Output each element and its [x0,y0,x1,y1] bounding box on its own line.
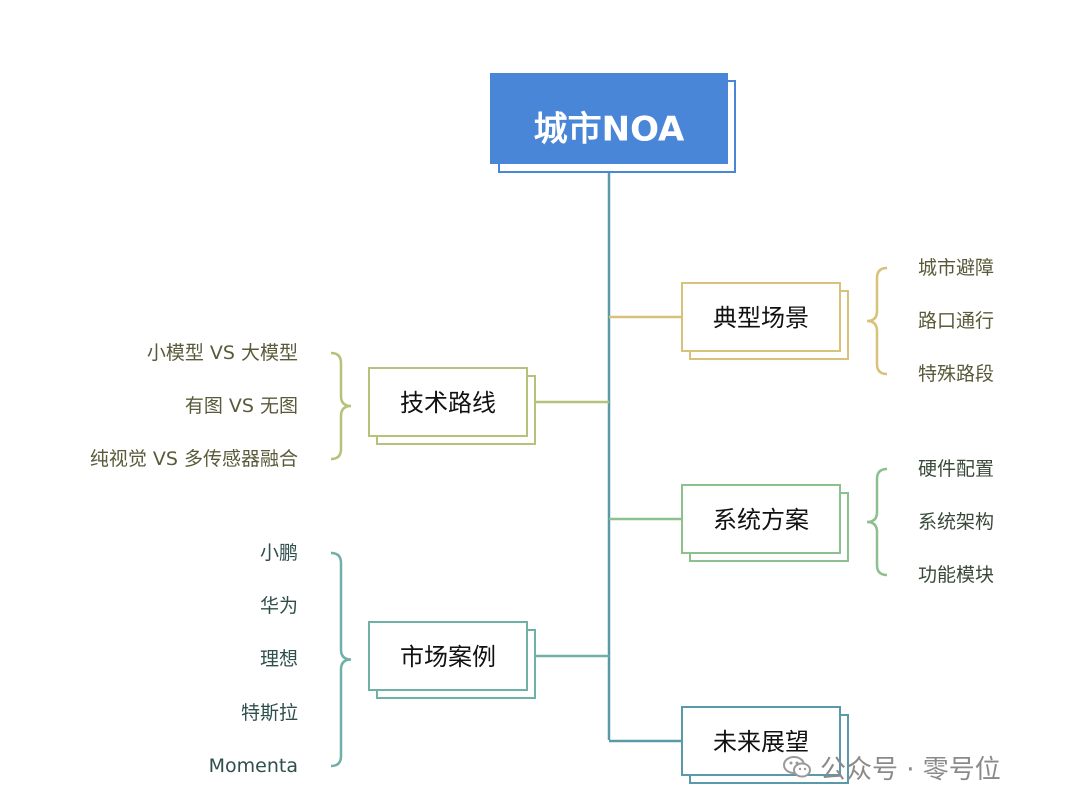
branch-system[interactable]: 系统方案 [609,467,888,577]
root-label: 城市NOA [534,110,685,150]
branch-box[interactable] [368,621,528,691]
leaf-market-2[interactable]: 华为 [259,595,298,617]
branch-box[interactable] [681,282,841,352]
branch-label: 技术路线 [400,389,496,417]
leaf-typical-2[interactable]: 路口通行 [918,310,995,332]
branch-brace [330,351,352,461]
branch-market[interactable]: 市场案例 [330,551,609,768]
branch-tech[interactable]: 技术路线 [330,351,609,461]
branch-box[interactable] [681,706,841,776]
leaf-typical-1[interactable]: 城市避障 [918,257,995,279]
leaf-market-1[interactable]: 小鹏 [259,542,298,564]
leaf-tech-3[interactable]: 纯视觉 VS 多传感器融合 [89,448,298,470]
leaf-tech-2[interactable]: 有图 VS 无图 [184,395,298,417]
leaf-system-3[interactable]: 功能模块 [918,564,995,586]
watermark-text: 公众号 · 零号位 [820,754,1001,785]
branch-typical[interactable]: 典型场景 [609,266,888,376]
watermark: 公众号 · 零号位 [782,750,1001,785]
branch-label: 市场案例 [400,643,496,671]
leaf-tech-1[interactable]: 小模型 VS 大模型 [146,342,298,364]
branch-box[interactable] [681,484,841,554]
leaf-market-5[interactable]: Momenta [208,755,298,777]
branch-brace [866,266,888,376]
leaf-typical-3[interactable]: 特殊路段 [918,363,995,385]
branch-future[interactable]: 未来展望 [609,706,849,784]
leaf-system-1[interactable]: 硬件配置 [918,458,995,480]
branch-brace [330,551,352,768]
leaf-system-2[interactable]: 系统架构 [918,511,995,533]
branch-label: 未来展望 [713,728,809,756]
root-node[interactable]: 城市NOA [490,73,736,173]
leaf-market-4[interactable]: 特斯拉 [240,702,298,724]
leaf-market-3[interactable]: 理想 [259,648,298,670]
branch-label: 典型场景 [713,304,809,332]
wechat-icon [783,756,811,778]
branch-brace [866,467,888,577]
branch-box[interactable] [368,367,528,437]
branch-label: 系统方案 [713,506,809,534]
